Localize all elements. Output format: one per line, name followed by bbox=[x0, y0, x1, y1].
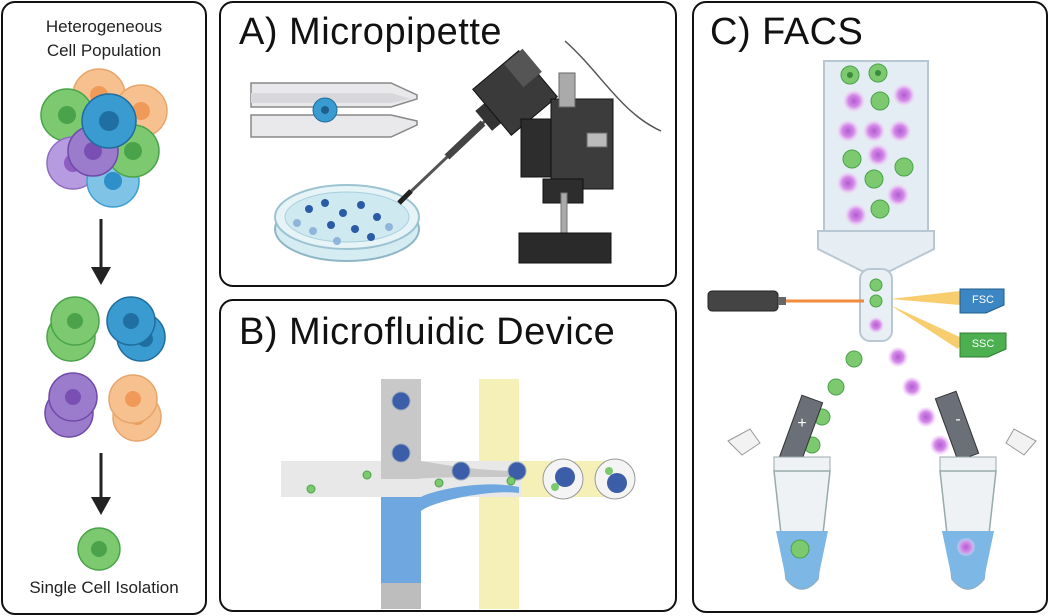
single-isolated-cell bbox=[77, 527, 121, 571]
collection-tube-negative bbox=[727, 428, 831, 590]
fsc-detector bbox=[959, 288, 1005, 314]
facs-panel: C) FACS bbox=[692, 1, 1048, 613]
down-arrow-icon bbox=[91, 219, 111, 285]
fsc-label: FSC bbox=[972, 294, 994, 306]
micropipette-panel: A) Micropipette bbox=[219, 1, 677, 287]
population-label-line2: Cell Population bbox=[46, 41, 162, 60]
microfluidic-illustration bbox=[281, 379, 636, 609]
ssc-label: SSC bbox=[971, 338, 995, 350]
microfluidic-panel: B) Microfluidic Device bbox=[219, 299, 677, 612]
plus-sign: + bbox=[797, 415, 807, 432]
down-arrow-icon bbox=[91, 453, 111, 515]
orange-cell-group bbox=[108, 374, 162, 442]
facs-illustration bbox=[707, 60, 1037, 590]
micropipette-needle bbox=[397, 119, 487, 205]
minus-sign: - bbox=[955, 411, 961, 428]
panel-a-title: A) Micropipette bbox=[239, 11, 503, 53]
micromanipulator bbox=[472, 40, 662, 264]
cell-population-illustration bbox=[40, 68, 168, 571]
petri-dish bbox=[274, 184, 420, 262]
green-cell-group bbox=[46, 296, 100, 362]
pipette-tip-closeup bbox=[250, 82, 418, 138]
population-label-line1: Heterogeneous bbox=[45, 17, 163, 36]
single-cell-isolation-label: Single Cell Isolation bbox=[29, 578, 179, 597]
encapsulated-droplet bbox=[542, 458, 584, 500]
cell-population-panel: Heterogeneous Cell Population Single Cel… bbox=[1, 1, 207, 615]
ssc-detector bbox=[959, 332, 1007, 358]
heterogeneous-cell-cluster bbox=[40, 68, 168, 208]
blue-cell-group bbox=[106, 296, 166, 362]
panel-c-title: C) FACS bbox=[710, 11, 864, 53]
collection-tube-positive bbox=[939, 428, 1037, 590]
encapsulated-droplet bbox=[594, 458, 636, 500]
panel-b-title: B) Microfluidic Device bbox=[239, 311, 616, 353]
aqueous-channel bbox=[381, 484, 519, 583]
laser-source bbox=[707, 290, 864, 312]
purple-cell-group bbox=[44, 372, 98, 438]
micropipette-illustration bbox=[250, 40, 662, 264]
